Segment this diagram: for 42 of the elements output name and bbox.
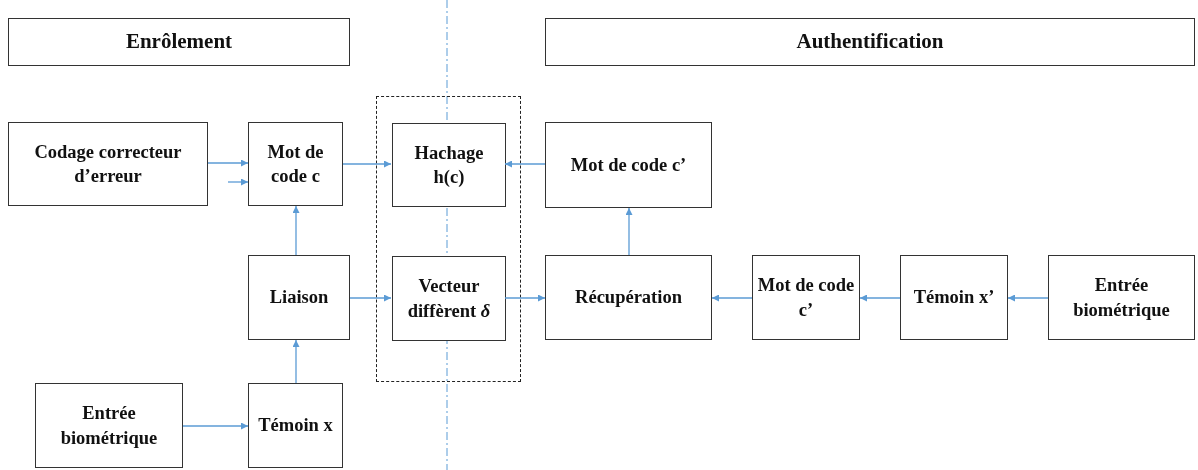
box-label: Mot de code c — [266, 140, 325, 188]
box-label: Témoin x — [257, 414, 334, 438]
process-box — [545, 122, 712, 208]
box-label: Entrée biométrique — [59, 402, 159, 450]
box-label: Codage correcteur d’erreur — [33, 140, 183, 188]
process-box — [248, 122, 343, 206]
process-box — [248, 255, 350, 340]
process-box — [752, 255, 860, 340]
arrow — [227, 178, 249, 186]
arrow — [182, 422, 249, 430]
box-label: Liaison — [268, 286, 330, 310]
section-title: Authentification — [795, 28, 945, 56]
arrow — [504, 160, 546, 168]
process-box — [1048, 255, 1195, 340]
process-box — [392, 123, 506, 207]
box-label: Vecteur diffèrent δ — [406, 275, 492, 323]
box-label: Témoin x’ — [912, 286, 996, 310]
arrow — [292, 339, 300, 384]
arrow — [711, 294, 753, 302]
process-box — [8, 122, 208, 206]
arrow — [292, 205, 300, 256]
box-label: Mot de code c’ — [756, 274, 856, 322]
arrow — [349, 294, 392, 302]
process-box — [545, 255, 712, 340]
box-label: Hachage h(c) — [413, 141, 485, 189]
arrow — [342, 160, 392, 168]
box-label: Mot de code c’ — [569, 153, 688, 177]
box-label: Entrée biométrique — [1072, 274, 1171, 322]
arrow — [207, 159, 249, 167]
arrow — [859, 294, 901, 302]
section-header-box — [545, 18, 1195, 66]
arrow — [625, 207, 633, 256]
process-box — [35, 383, 183, 468]
section-header-box — [8, 18, 350, 66]
process-box — [900, 255, 1008, 340]
process-box — [392, 256, 506, 341]
arrow — [504, 294, 546, 302]
dashed-group-box — [376, 96, 521, 382]
arrow — [1007, 294, 1049, 302]
process-box — [248, 383, 343, 468]
box-label: Récupération — [574, 286, 683, 310]
section-title: Enrôlement — [124, 28, 234, 56]
